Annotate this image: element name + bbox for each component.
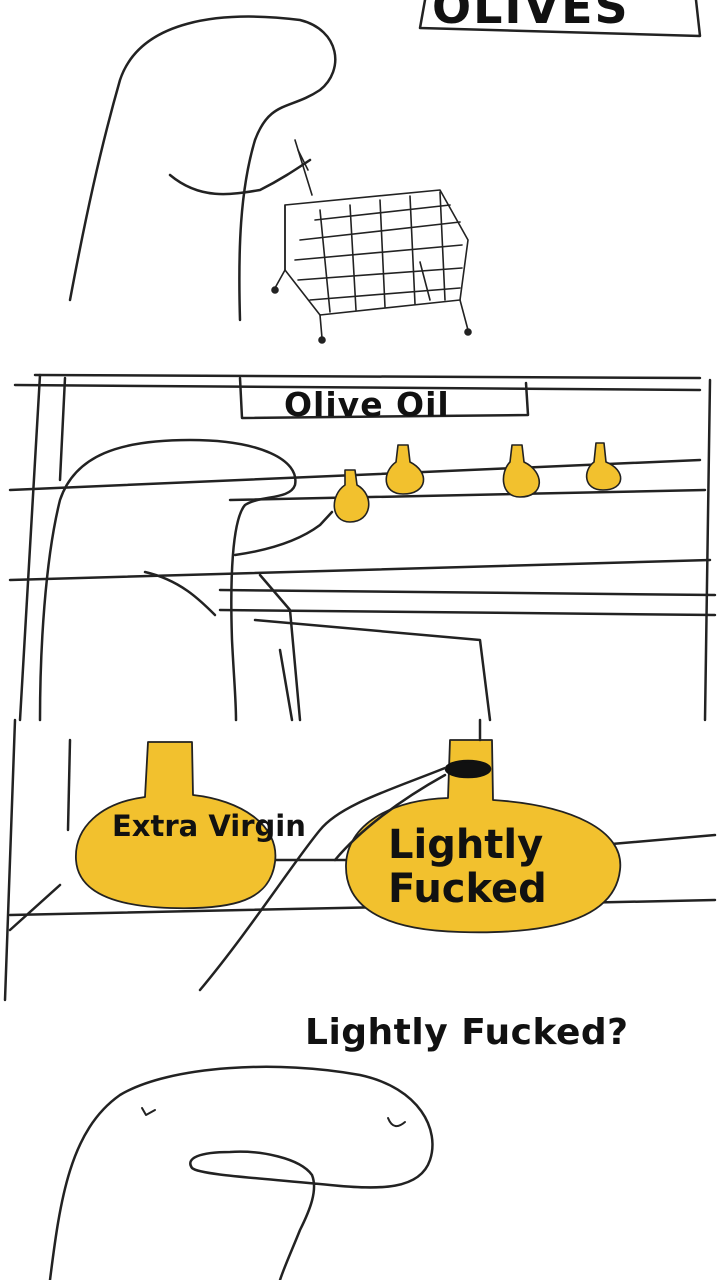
shelf-line-2 [228, 488, 707, 502]
oil-bottles-small [333, 442, 622, 523]
lightly-fucked-line1: Lightly [388, 822, 544, 868]
blob-arm-2 [233, 510, 334, 557]
bottle-cap [444, 759, 492, 779]
panel3-diag [8, 883, 62, 932]
left-eye-icon [141, 1107, 156, 1116]
blob-arm-1 [168, 158, 312, 196]
shelf-frame-line [13, 383, 702, 392]
panel-1 [68, 0, 702, 344]
reaching-arm-inner [333, 773, 447, 862]
shelf-right-edge [703, 378, 712, 722]
panel3-post [66, 738, 72, 832]
blob-character-confused [48, 1065, 434, 1280]
panel3-shelf-right [598, 833, 717, 847]
olive-oil-sign-box [238, 376, 530, 420]
olives-sign-box [418, 0, 702, 38]
shelf-top-line [33, 373, 702, 380]
cart-rail-2 [253, 618, 492, 722]
cart-bar-2 [278, 648, 294, 722]
panel-3 [3, 718, 717, 1002]
lightly-fucked-line2: Fucked [388, 866, 547, 912]
panel-4 [48, 1065, 434, 1280]
extra-virgin-label: Extra Virgin [112, 809, 306, 843]
blob-arm-line [143, 570, 217, 617]
right-eye-icon [387, 1117, 406, 1128]
shopping-cart-icon [271, 139, 472, 344]
lightly-fucked-label: Lightly Fucked [388, 823, 547, 911]
blob-character-1 [68, 15, 337, 322]
olives-sign-text: OLIVES [432, 0, 630, 34]
shelf-line-3 [8, 558, 712, 582]
shelf-line-5 [218, 608, 717, 617]
speech-question-text: Lightly Fucked? [305, 1012, 629, 1053]
panel3-left-edge [3, 718, 17, 1002]
panel-2 [8, 373, 717, 722]
olive-oil-sign-text: Olive Oil [284, 385, 450, 424]
cart-outline-2 [258, 573, 302, 722]
shelf-post [58, 376, 67, 482]
reaching-arm [198, 766, 447, 992]
blob-character-2 [38, 438, 297, 722]
lightly-fucked-bottle [345, 739, 622, 934]
shelf-left-edge [18, 373, 42, 722]
extra-virgin-bottle [75, 741, 277, 910]
shelf-line-4 [218, 588, 717, 597]
